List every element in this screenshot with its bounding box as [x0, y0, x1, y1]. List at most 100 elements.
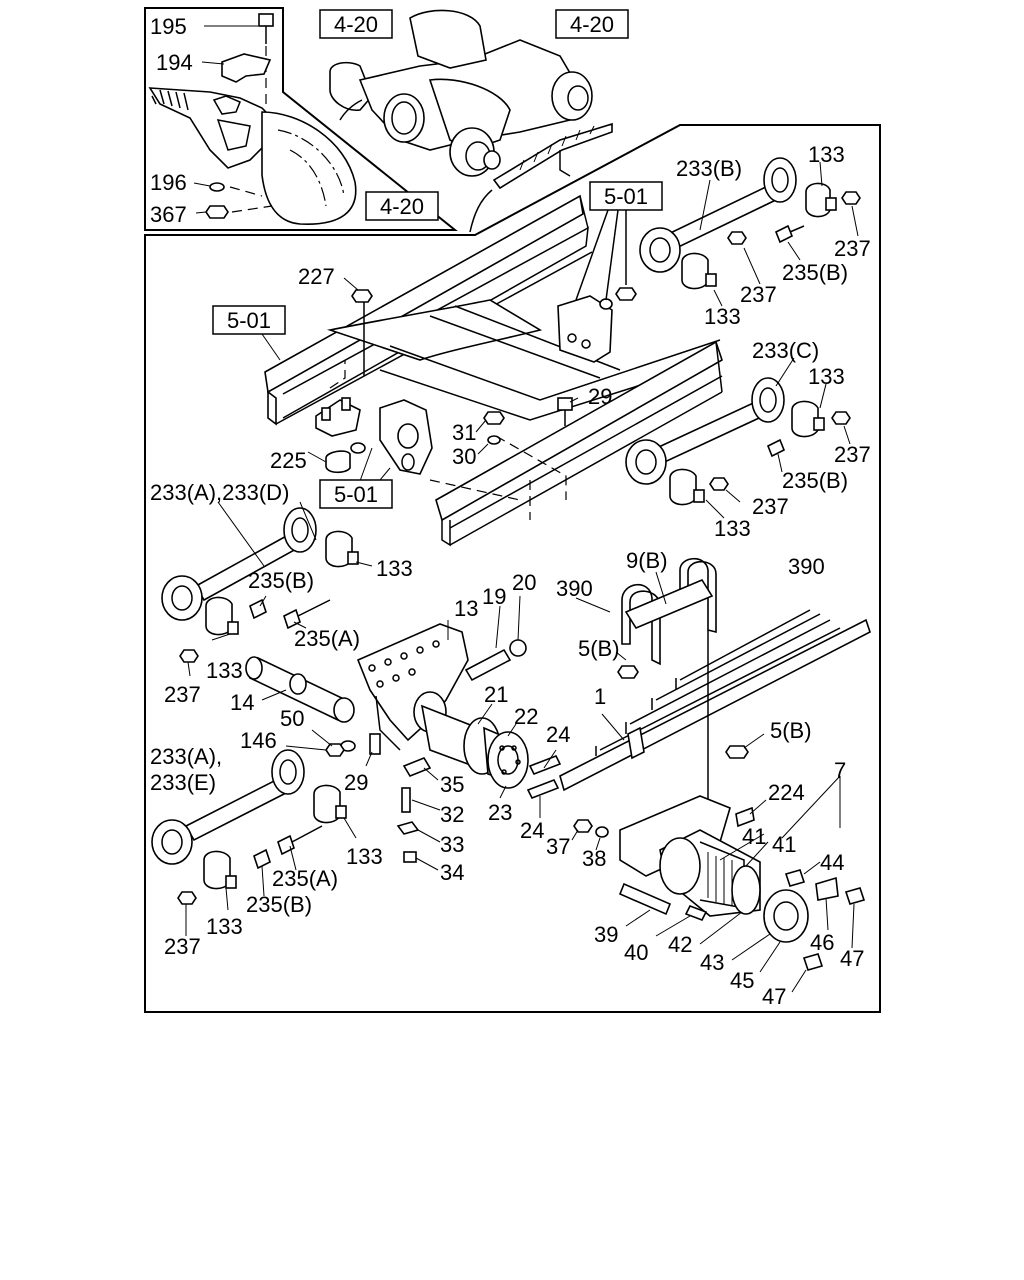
callout-194: 194 [156, 50, 193, 75]
callout-235a: 235(A) [272, 866, 338, 891]
callout-41: 41 [742, 824, 766, 849]
callout-1: 1 [594, 684, 606, 709]
callout-23: 23 [488, 800, 512, 825]
callout-50: 50 [280, 706, 304, 731]
callout-13: 13 [454, 596, 478, 621]
bracket-225 [315, 397, 361, 437]
callout-133: 133 [206, 658, 243, 683]
callout-5b: 5(B) [770, 718, 812, 743]
callout-146: 146 [240, 728, 277, 753]
callout-237: 237 [164, 682, 201, 707]
callout-29: 29 [344, 770, 368, 795]
ref-box-4-20-right[interactable]: 4-20 [555, 9, 629, 39]
small-fasteners [325, 733, 609, 863]
torque-rod-233b [639, 157, 861, 290]
svg-text:5-01: 5-01 [227, 308, 271, 333]
callout-40: 40 [624, 940, 648, 965]
callout-38: 38 [582, 846, 606, 871]
svg-text:5-01: 5-01 [604, 184, 648, 209]
callout-29: 29 [588, 384, 612, 409]
axle-housing-inset [148, 13, 357, 225]
callout-367: 367 [150, 202, 187, 227]
torque-rod-233a-233d [161, 507, 359, 663]
ref-box-4-20-inset[interactable]: 4-20 [365, 191, 439, 221]
callout-24: 24 [546, 722, 570, 747]
trunnion-hub [420, 704, 529, 789]
ref-box-5-01-frame[interactable]: 5-01 [212, 305, 286, 335]
callout-237: 237 [164, 934, 201, 959]
svg-text:4-20: 4-20 [570, 12, 614, 37]
callout-225: 225 [270, 448, 307, 473]
callout-235b: 235(B) [246, 892, 312, 917]
callout-133: 133 [206, 914, 243, 939]
callout-227: 227 [298, 264, 335, 289]
nut-227 [351, 289, 373, 376]
callout-133: 133 [704, 304, 741, 329]
callout-5b: 5(B) [578, 636, 620, 661]
callout-47: 47 [762, 984, 786, 1009]
callout-235b: 235(B) [782, 468, 848, 493]
leaf-spring [559, 557, 871, 800]
callout-46: 46 [810, 930, 834, 955]
callout-233a-233d: 233(A),233(D) [150, 480, 289, 505]
callout-224: 224 [768, 780, 805, 805]
callout-233a: 233(A), [150, 744, 222, 769]
callout-133: 133 [808, 364, 845, 389]
callout-235a: 235(A) [294, 626, 360, 651]
callout-235b: 235(B) [782, 260, 848, 285]
callout-235b: 235(B) [248, 568, 314, 593]
callout-47: 47 [840, 946, 864, 971]
callout-390: 390 [788, 554, 825, 579]
callout-9b: 9(B) [626, 548, 668, 573]
crossmember-bracket [557, 209, 637, 363]
axle-assembly-inset [329, 9, 613, 233]
callout-237: 237 [834, 442, 871, 467]
callout-19: 19 [482, 584, 506, 609]
svg-text:5-01: 5-01 [334, 482, 378, 507]
callout-195: 195 [150, 14, 187, 39]
svg-text:4-20: 4-20 [380, 194, 424, 219]
callout-233e: 233(E) [150, 770, 216, 795]
ref-box-5-01-crossmember[interactable]: 5-01 [589, 181, 663, 211]
frame-rail [264, 194, 723, 547]
callout-37: 37 [546, 834, 570, 859]
shaft-14 [245, 656, 355, 723]
callout-196: 196 [150, 170, 187, 195]
callout-237: 237 [834, 236, 871, 261]
callout-30: 30 [452, 444, 476, 469]
callout-21: 21 [484, 682, 508, 707]
callout-33: 33 [440, 832, 464, 857]
callout-133: 133 [714, 516, 751, 541]
callout-41: 41 [772, 832, 796, 857]
callout-20: 20 [512, 570, 536, 595]
callout-233b: 233(B) [676, 156, 742, 181]
callout-14: 14 [230, 690, 254, 715]
callout-39: 39 [594, 922, 618, 947]
fasteners-29-30-31 [483, 397, 573, 445]
callout-22: 22 [514, 704, 538, 729]
ref-box-4-20-left[interactable]: 4-20 [319, 9, 393, 39]
callout-34: 34 [440, 860, 464, 885]
callout-133: 133 [376, 556, 413, 581]
callout-133: 133 [808, 142, 845, 167]
ref-box-5-01-bracket[interactable]: 5-01 [319, 479, 393, 509]
hanger-bracket [325, 399, 433, 475]
callout-42: 42 [668, 932, 692, 957]
callout-390: 390 [556, 576, 593, 601]
callout-44: 44 [820, 850, 844, 875]
callout-35: 35 [440, 772, 464, 797]
callout-133: 133 [346, 844, 383, 869]
callout-233c: 233(C) [752, 338, 819, 363]
callout-32: 32 [440, 802, 464, 827]
callout-24: 24 [520, 818, 544, 843]
svg-text:4-20: 4-20 [334, 12, 378, 37]
part-callouts: 195 194 196 367 233(B) 133 237 235(B) 23… [150, 14, 871, 1009]
torque-rod-233c [625, 377, 851, 506]
callout-237: 237 [740, 282, 777, 307]
callout-237: 237 [752, 494, 789, 519]
torque-rod-233a-233e [151, 749, 347, 905]
diagram-frames [144, 7, 881, 1013]
callout-43: 43 [700, 950, 724, 975]
callout-31: 31 [452, 420, 476, 445]
